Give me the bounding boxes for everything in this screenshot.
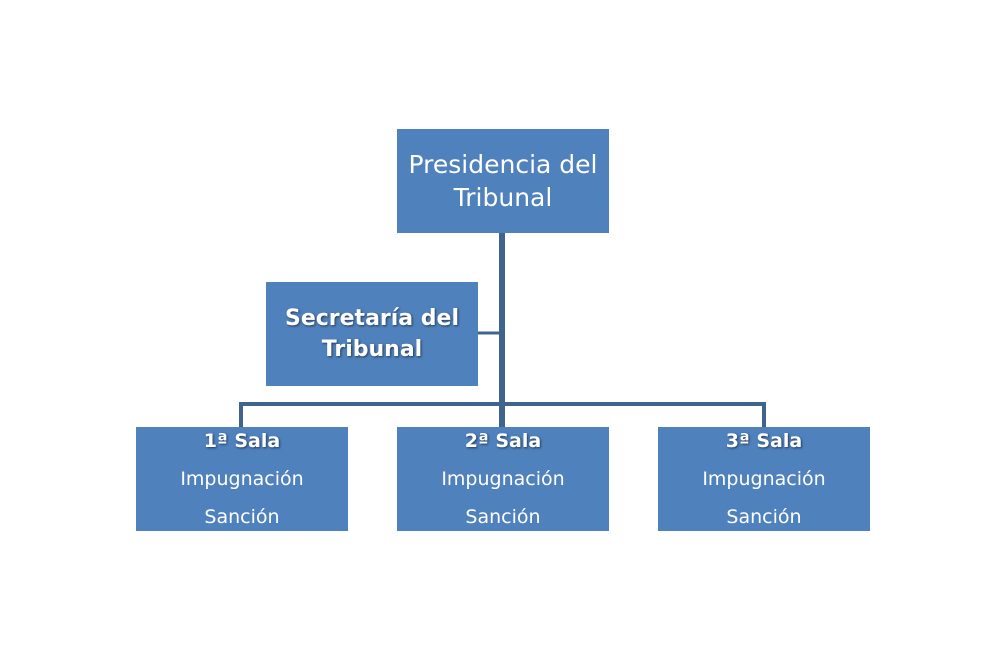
presidencia-line1: Presidencia del	[408, 150, 598, 179]
sala-3-line2: Sanción	[726, 506, 802, 528]
presidencia-box: Presidencia del Tribunal	[397, 129, 609, 233]
sala-3-line1: Impugnación	[702, 468, 826, 490]
secretaria-line2: Tribunal	[321, 337, 423, 362]
sala-2-box: 2ª Sala Impugnación Sanción	[397, 427, 609, 531]
presidencia-line2: Tribunal	[453, 183, 553, 212]
sala-3-title: 3ª Sala	[725, 430, 803, 452]
sala-2-title: 2ª Sala	[464, 430, 542, 452]
sala-2-line2: Sanción	[465, 506, 541, 528]
sala-2-line1: Impugnación	[441, 468, 565, 490]
sala-1-box: 1ª Sala Impugnación Sanción	[136, 427, 348, 531]
secretaria-box: Secretaría del Tribunal	[266, 282, 478, 386]
sala-3-box: 3ª Sala Impugnación Sanción	[658, 427, 870, 531]
sala-1-title: 1ª Sala	[203, 430, 281, 452]
sala-1-line2: Sanción	[204, 506, 280, 528]
secretaria-line1: Secretaría del	[284, 306, 460, 331]
sala-1-line1: Impugnación	[180, 468, 304, 490]
